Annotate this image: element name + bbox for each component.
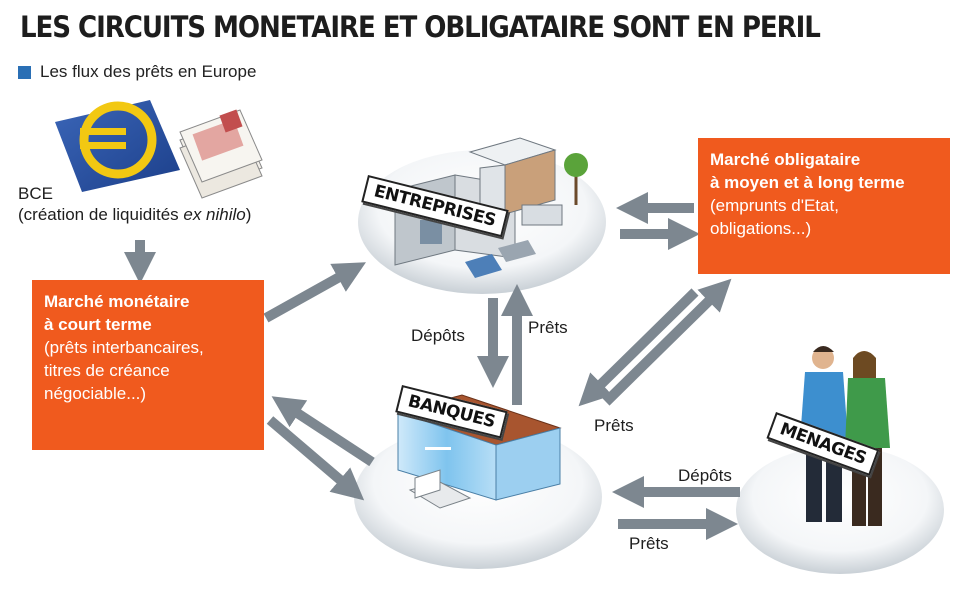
legend-square-icon <box>18 65 31 79</box>
flow-arrows <box>123 191 740 541</box>
label-prets-banques-bond: Prêts <box>594 416 634 435</box>
bce-label: BCE (création de liquidités ex nihilo) <box>18 183 251 225</box>
bce-illustration <box>55 100 263 199</box>
money-market-title-2: à court terme <box>44 315 152 334</box>
money-market-detail-2: titres de créance <box>44 361 170 380</box>
bond-market-title-2: à moyen et à long terme <box>710 173 905 192</box>
bond-market-box: Marché obligataire à moyen et à long ter… <box>698 138 950 274</box>
arrow-banques-to-money-market <box>271 396 375 467</box>
arrow-banques-to-bond <box>602 278 732 406</box>
bce-description: (création de liquidités ex nihilo) <box>18 205 252 224</box>
label-prets-banques-entreprises: Prêts <box>528 318 568 337</box>
bond-market-title-1: Marché obligataire <box>710 150 861 169</box>
label-prets-menages: Prêts <box>629 534 669 553</box>
page-title: LES CIRCUITS MONETAIRE ET OBLIGATAIRE SO… <box>20 10 821 44</box>
money-market-detail-1: (prêts interbancaires, <box>44 338 204 357</box>
legend-subtitle: Les flux des prêts en Europe <box>18 62 256 82</box>
arrow-bond-to-banques <box>578 288 699 407</box>
arrow-money-market-to-entreprises <box>263 262 366 323</box>
money-market-box: Marché monétaire à court terme (prêts in… <box>32 280 264 450</box>
money-market-title-1: Marché monétaire <box>44 292 190 311</box>
label-depots-menages: Dépôts <box>678 466 732 485</box>
arrow-money-market-to-banques <box>266 416 365 501</box>
euro-sign-icon <box>79 101 157 179</box>
label-depots-banques-entreprises: Dépôts <box>411 326 465 345</box>
bce-title: BCE <box>18 184 53 203</box>
money-market-detail-3: négociable...) <box>44 384 147 403</box>
subtitle-text: Les flux des prêts en Europe <box>40 62 257 81</box>
bond-market-detail-1: (emprunts d'Etat, <box>710 196 839 215</box>
bond-market-detail-2: obligations...) <box>710 219 812 238</box>
banknote-stack-icon <box>179 109 263 199</box>
